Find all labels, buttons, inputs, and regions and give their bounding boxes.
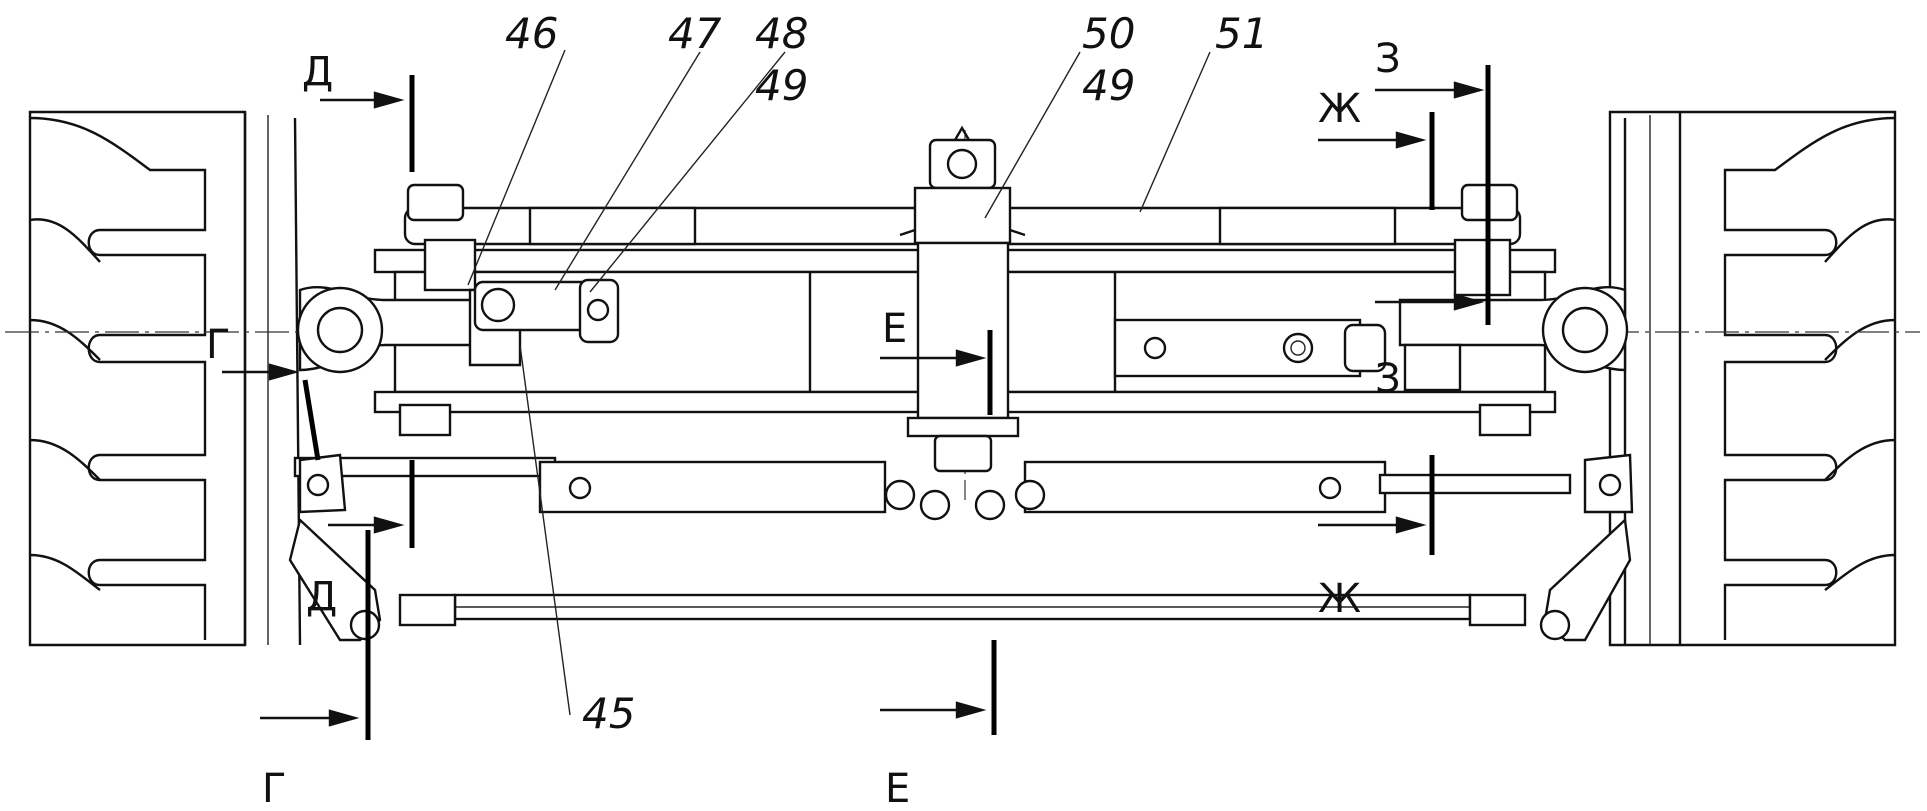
part-number-45: 45 <box>582 689 635 738</box>
leader-lines <box>467 49 1211 716</box>
right-wheel <box>1608 110 1897 647</box>
section-arrows <box>222 81 1485 727</box>
section-cut-marks <box>302 65 1491 740</box>
section-label-z-top: З <box>1375 36 1401 82</box>
part-number-50: 50 <box>1082 9 1135 58</box>
track-rod <box>288 517 1632 642</box>
section-label-d-bottom: Д <box>306 574 337 620</box>
section-label-zh-top: Ж <box>1318 86 1361 132</box>
part-number-49-left: 49 <box>755 61 808 110</box>
section-label-zh-rod: Ж <box>1318 576 1361 622</box>
part-number-49-right: 49 <box>1082 61 1135 110</box>
tie-rods <box>293 453 1634 521</box>
section-label-g-left: Г <box>206 322 230 368</box>
central-pivot <box>899 125 1026 473</box>
section-label-g-bottom: Г <box>262 766 286 811</box>
part-number-46: 46 <box>505 9 558 58</box>
section-label-d-top: Д <box>302 49 333 95</box>
section-label-e-mid: Е <box>882 306 907 352</box>
part-number-51: 51 <box>1215 9 1268 58</box>
part-number-48: 48 <box>755 9 808 58</box>
section-label-e-bottom: Е <box>885 766 910 811</box>
left-wheel <box>28 110 302 647</box>
part-number-47: 47 <box>668 9 722 58</box>
section-label-z-mid: З <box>1375 356 1401 402</box>
